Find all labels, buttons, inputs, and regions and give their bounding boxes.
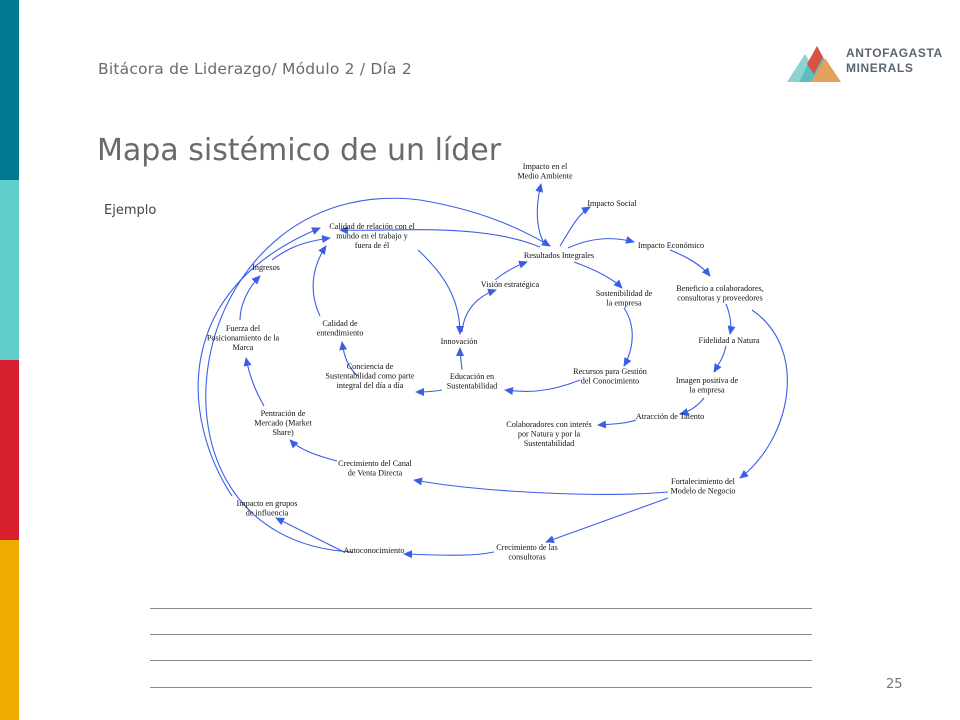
edge-beneficio-fidelidad <box>725 303 736 335</box>
edge-resultados-sostenibilidad <box>573 261 623 289</box>
mountain-logo-icon <box>787 46 841 82</box>
edge-penetracion-fuerza <box>243 357 265 407</box>
edge-autoconocimiento-grupos <box>275 517 345 553</box>
breadcrumb: Bitácora de Liderazgo/ Módulo 2 / Día 2 <box>98 60 412 78</box>
edge-vision-resultados <box>494 260 528 281</box>
edge-imagen-atraccion <box>679 397 705 416</box>
edge-innovacion-vision <box>461 288 497 333</box>
edge-ingresos-calidadrelacion <box>271 235 331 261</box>
edge-educacion-conciencia <box>415 387 443 396</box>
stripe-red <box>0 360 19 540</box>
answer-line <box>150 660 812 661</box>
logo-line2: MINERALS <box>846 61 914 75</box>
stripe-aqua <box>0 180 19 360</box>
edge-economico-beneficio <box>669 249 711 277</box>
stripe-yellow <box>0 540 19 720</box>
diagram-edges <box>197 183 788 559</box>
edge-conciencia-entendimiento <box>339 341 359 377</box>
node-ingresos: Ingresos <box>252 263 280 272</box>
example-label: Ejemplo <box>104 203 157 218</box>
node-atraccion: Atracción de Talento <box>636 412 704 421</box>
node-impacto-social: Impacto Social <box>587 199 637 208</box>
logo-wordmark: ANTOFAGASTA MINERALS <box>846 46 943 76</box>
edge-calidadrelacion-innovacion <box>417 249 464 335</box>
stripe-teal <box>0 0 19 180</box>
edge-beneficio-fortalecimiento <box>739 309 788 479</box>
node-autoconocimiento: Autoconocimiento <box>344 546 405 555</box>
edge-autoconocimiento-resultados <box>205 197 551 553</box>
node-impacto-economico: Impacto Económico <box>638 241 704 250</box>
edge-educacion-innovacion <box>456 347 465 371</box>
node-innovacion: Innovación <box>441 337 478 346</box>
edge-resultados-medioambiente <box>535 183 546 246</box>
logo-line1: ANTOFAGASTA <box>846 46 943 60</box>
node-fidelidad: Fidelidad a Natura <box>699 336 760 345</box>
edge-fortalecimiento-canal <box>413 477 669 495</box>
edge-resultados-calidadrelacion <box>339 226 541 248</box>
edge-sostenibilidad-recursos <box>623 307 633 367</box>
edge-fidelidad-imagen <box>713 345 727 373</box>
edge-recursos-educacion <box>504 379 581 395</box>
node-vision: Visión estratégica <box>481 280 540 289</box>
edge-resultados-social <box>559 206 591 247</box>
edge-fortalecimiento-consultoras <box>545 497 669 544</box>
antofagasta-logo: ANTOFAGASTA MINERALS <box>785 40 945 86</box>
edge-resultados-economico <box>567 236 635 249</box>
answer-line <box>150 687 812 688</box>
answer-line <box>150 634 812 635</box>
edge-atraccion-colaboradores <box>597 419 637 429</box>
node-resultados: Resultados Integrales <box>524 251 594 260</box>
edge-canal-penetracion <box>289 439 338 462</box>
node-beneficio: Beneficio a colaboradores,consultoras y … <box>676 284 764 303</box>
edge-grupos-calidadrelacion <box>197 227 321 497</box>
answer-line <box>150 608 812 609</box>
edge-entendimiento-calidadrelacion <box>312 245 327 317</box>
page-number: 25 <box>886 677 903 692</box>
edge-fuerza-ingresos <box>239 275 261 321</box>
edge-consultoras-autoconocimiento <box>403 550 495 559</box>
page-title: Mapa sistémico de un líder <box>97 133 502 168</box>
